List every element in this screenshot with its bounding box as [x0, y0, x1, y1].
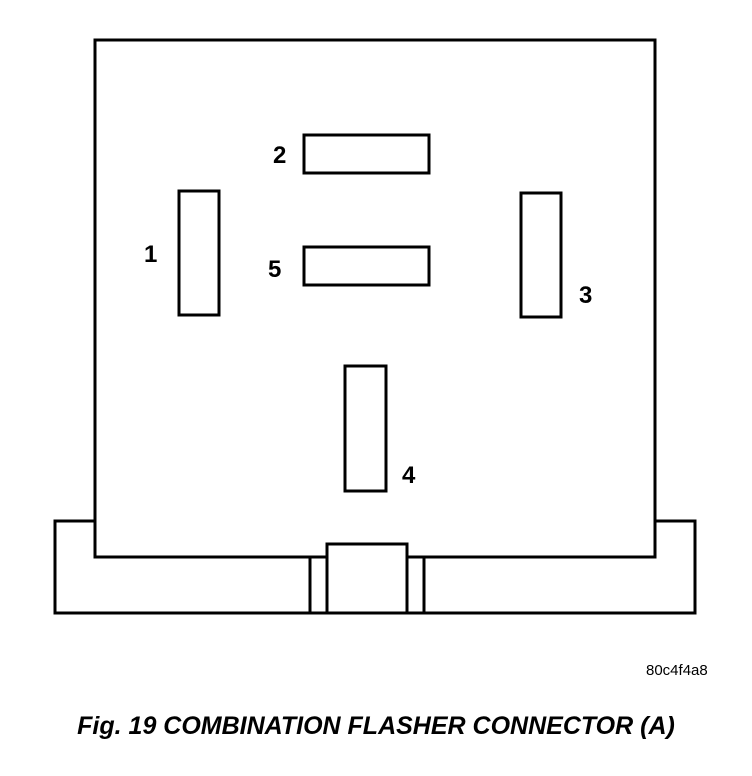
- pin-label-5: 5: [268, 256, 281, 283]
- connector-latch: [325, 542, 409, 615]
- terminal-cavity-3: [519, 191, 563, 319]
- figure-reference-code: 80c4f4a8: [646, 662, 708, 679]
- terminal-cavity-5: [302, 245, 431, 287]
- pin-label-3: 3: [579, 282, 592, 309]
- connector-diagram: 1 2 3 4 5: [53, 38, 697, 615]
- pin-label-2: 2: [273, 142, 286, 169]
- pin-label-4: 4: [402, 462, 416, 489]
- terminal-cavity-1: [177, 189, 221, 317]
- terminal-cavity-2: [302, 133, 431, 175]
- pin-label-1: 1: [144, 241, 157, 268]
- figure-caption: Fig. 19 COMBINATION FLASHER CONNECTOR (A…: [77, 712, 675, 740]
- terminal-cavity-4: [343, 364, 388, 493]
